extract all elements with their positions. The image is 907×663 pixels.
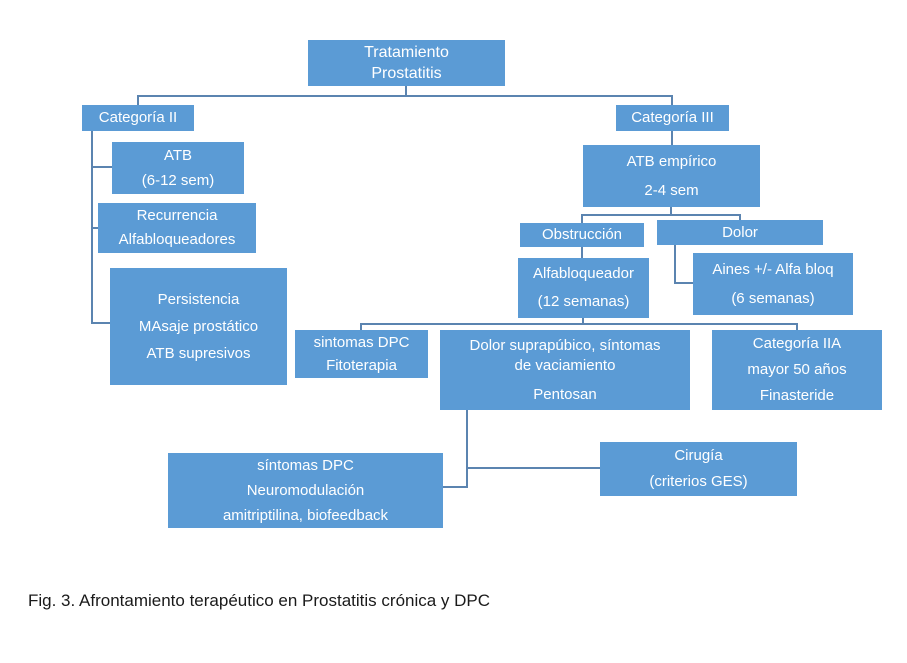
node-text-line: Aines +/- Alfa bloq bbox=[712, 261, 834, 278]
node-text-line: Categoría II bbox=[98, 109, 178, 127]
node-text-line: Fitoterapia bbox=[326, 357, 397, 374]
node-cirugia-criterios-ges: Cirugía (criterios GES) bbox=[600, 442, 797, 496]
node-text-line: amitriptilina, biofeedback bbox=[222, 507, 389, 524]
node-text-line: Pentosan bbox=[533, 385, 597, 403]
node-text-line: Cirugía bbox=[674, 447, 723, 464]
connector-line bbox=[137, 95, 673, 105]
node-text-line: ATB bbox=[163, 147, 193, 164]
node-text-line: Obstrucción bbox=[541, 226, 623, 244]
node-text-line: de vaciamiento bbox=[514, 356, 616, 374]
node-text-line: ATB supresivos bbox=[146, 345, 251, 362]
connector-line bbox=[581, 214, 741, 223]
node-text-line: Dolor suprapúbico, síntomas bbox=[469, 336, 661, 354]
node-sintomas-dpc-fitoterapia: sintomas DPC Fitoterapia bbox=[295, 330, 428, 378]
node-text-line: MAsaje prostático bbox=[138, 318, 259, 335]
node-atb-empirico: ATB empírico 2-4 sem bbox=[583, 145, 760, 207]
node-text-line: (12 semanas) bbox=[537, 293, 630, 310]
node-text-line: sintomas DPC bbox=[313, 334, 410, 351]
node-tratamiento-prostatitis: Tratamiento Prostatitis bbox=[308, 40, 505, 86]
node-text-line: Alfabloqueador bbox=[533, 265, 634, 282]
node-atb-6-12-sem: ATB (6-12 sem) bbox=[112, 142, 244, 194]
node-text-line: Finasteride bbox=[759, 387, 835, 404]
node-categoria-iia-finasteride: Categoría IIA mayor 50 años Finasteride bbox=[712, 330, 882, 410]
node-text-line: mayor 50 años bbox=[747, 361, 847, 378]
node-dolor: Dolor bbox=[657, 220, 823, 245]
node-text-line: Alfabloqueadores bbox=[118, 231, 236, 248]
node-text-line: 2-4 sem bbox=[644, 182, 699, 199]
node-aines-alfa-bloq: Aines +/- Alfa bloq (6 semanas) bbox=[693, 253, 853, 315]
connector-line bbox=[443, 410, 468, 488]
figure-caption: Fig. 3. Afrontamiento terapéutico en Pro… bbox=[28, 591, 491, 610]
node-categoria-iii: Categoría III bbox=[616, 105, 729, 131]
connector-line bbox=[674, 245, 693, 284]
node-recurrencia-alfabloqueadores: Recurrencia Alfabloqueadores bbox=[98, 203, 256, 253]
node-dolor-suprapubico-pentosan: Dolor suprapúbico, síntomas de vaciamien… bbox=[440, 330, 690, 410]
node-text-line: Categoría III bbox=[631, 109, 714, 127]
connector-line bbox=[91, 131, 110, 324]
node-text-line: síntomas DPC bbox=[257, 457, 354, 474]
node-categoria-ii: Categoría II bbox=[82, 105, 194, 131]
node-text-line: (6 semanas) bbox=[731, 290, 815, 307]
node-text-line: Prostatitis bbox=[371, 65, 442, 82]
node-text-line: Dolor bbox=[722, 223, 758, 241]
node-alfabloqueador-12-semanas: Alfabloqueador (12 semanas) bbox=[518, 258, 649, 318]
node-text-line: Categoría IIA bbox=[752, 335, 842, 352]
node-text-line: Neuromodulación bbox=[246, 482, 365, 499]
node-text-line: Tratamiento bbox=[364, 44, 449, 61]
connector-line bbox=[360, 323, 798, 330]
node-text-line: (6-12 sem) bbox=[141, 172, 215, 189]
node-obstruccion: Obstrucción bbox=[520, 223, 644, 247]
node-text-line: Persistencia bbox=[157, 291, 240, 308]
node-sintomas-dpc-neuromodulacion: síntomas DPC Neuromodulación amitriptili… bbox=[168, 453, 443, 528]
node-persistencia-masaje-atb: Persistencia MAsaje prostático ATB supre… bbox=[110, 268, 287, 385]
node-text-line: (criterios GES) bbox=[649, 473, 748, 490]
node-text-line: Recurrencia bbox=[136, 207, 218, 224]
node-text-line: ATB empírico bbox=[626, 153, 717, 170]
